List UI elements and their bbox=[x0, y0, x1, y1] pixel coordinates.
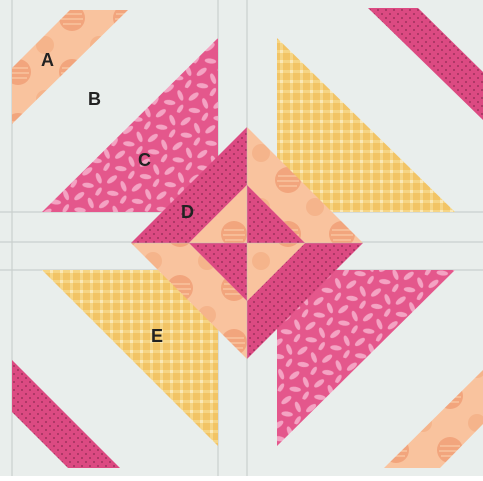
label-e: E bbox=[151, 326, 163, 346]
label-b: B bbox=[88, 89, 101, 109]
label-d: D bbox=[181, 202, 194, 222]
label-c: C bbox=[138, 150, 151, 170]
label-a: A bbox=[41, 50, 54, 70]
